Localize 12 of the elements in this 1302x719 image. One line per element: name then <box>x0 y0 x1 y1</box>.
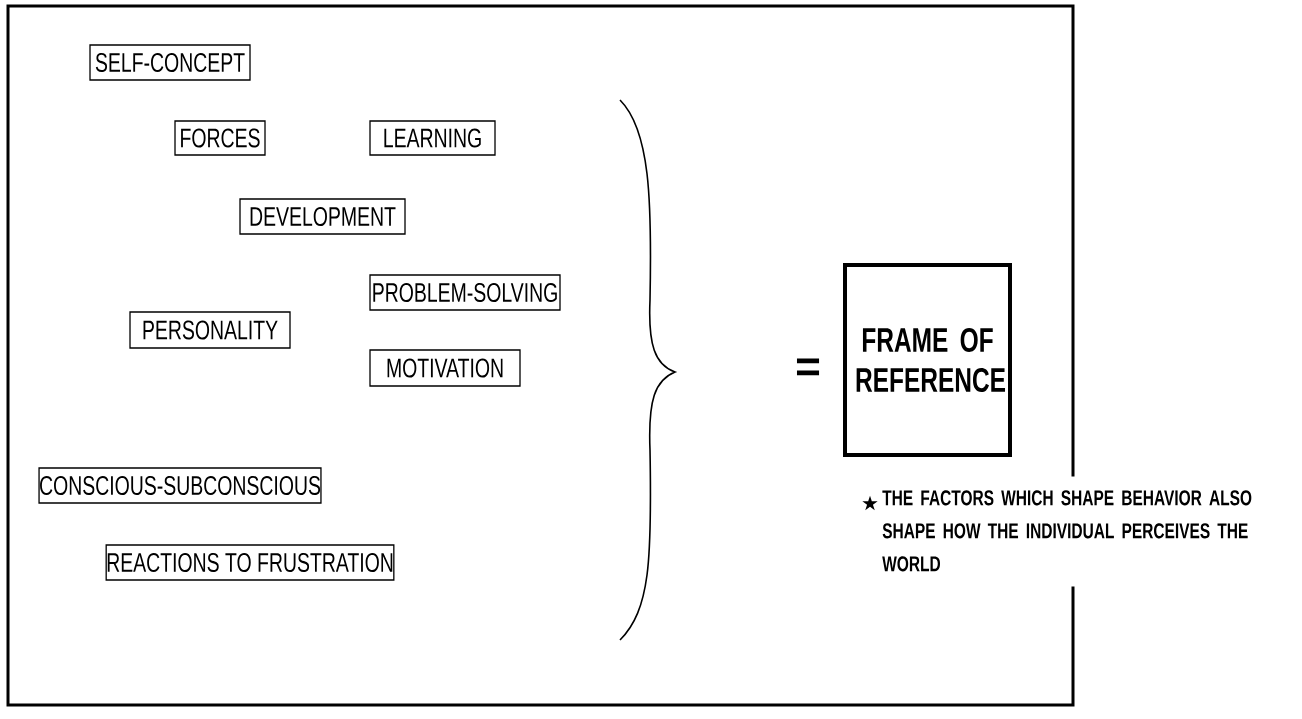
title-box: FRAME OF REFERENCE <box>843 263 1012 457</box>
note-text: THE FACTORS WHICH SHAPE BEHAVIOR ALSO SHAPE HOW THE INDIVIDUAL PERCEIVES THE WORLD <box>882 490 1252 572</box>
star-mark: ★ <box>862 495 878 511</box>
factor-box: REACTIONS TO FRUSTRATION <box>105 544 395 581</box>
factor-box: SELF-CONCEPT <box>89 44 251 81</box>
factor-box: MOTIVATION <box>369 349 521 387</box>
factor-box: LEARNING <box>369 120 496 156</box>
factor-box: DEVELOPMENT <box>239 198 406 235</box>
factor-box: PERSONALITY <box>129 311 291 349</box>
factor-box: PROBLEM-SOLVING <box>369 274 561 311</box>
factor-box: FORCES <box>174 120 266 156</box>
factor-box: CONSCIOUS-SUBCONSCIOUS <box>38 467 322 504</box>
